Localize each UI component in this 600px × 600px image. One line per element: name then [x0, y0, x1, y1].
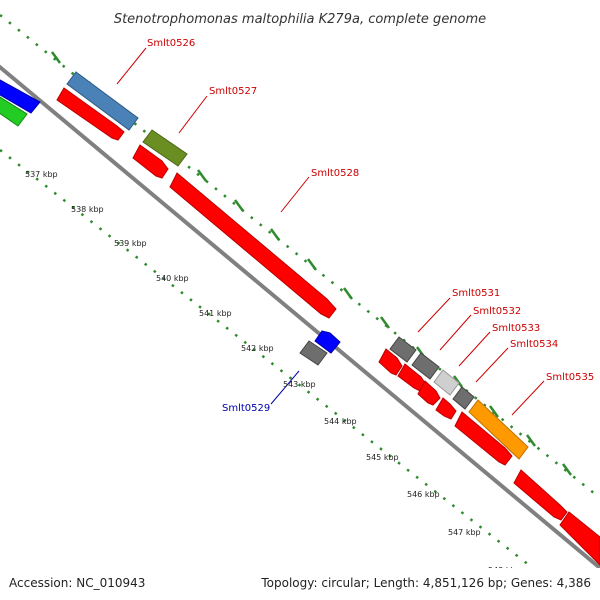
- inner-tick-track: [0, 149, 549, 581]
- leader-smlt0535: [511, 380, 545, 416]
- cds-arrow-8[interactable]: [454, 411, 513, 466]
- gene-labels: Smlt0526 Smlt0527 Smlt0528 Smlt0529 Smlt…: [147, 38, 594, 414]
- cds-arrow-4[interactable]: [378, 348, 403, 376]
- gene-smlt0534-box[interactable]: [452, 386, 475, 410]
- green-feature-topleft[interactable]: [0, 96, 28, 127]
- gene-smlt0529-box[interactable]: [299, 340, 328, 366]
- footer-background: [0, 568, 600, 600]
- leader-smlt0526: [116, 47, 147, 85]
- gene-smlt0529-arrow[interactable]: [314, 330, 341, 354]
- kbp-label: 540 kbp: [156, 274, 189, 283]
- leader-smlt0529: [270, 370, 300, 405]
- label-smlt0528[interactable]: Smlt0528: [311, 168, 359, 179]
- kbp-label: 544 kbp: [324, 417, 357, 426]
- leader-smlt0533: [458, 331, 491, 367]
- label-smlt0534[interactable]: Smlt0534: [510, 339, 558, 350]
- cds-arrow-6[interactable]: [417, 380, 441, 406]
- map-title: Stenotrophomonas maltophilia K279a, comp…: [114, 12, 486, 27]
- cds-arrow-2[interactable]: [132, 144, 169, 179]
- leader-smlt0532: [439, 314, 472, 351]
- leader-smlt0528: [280, 176, 310, 213]
- leader-smlt0531: [417, 297, 451, 333]
- genome-summary-text: Topology: circular; Length: 4,851,126 bp…: [260, 576, 591, 590]
- cds-arrow-9[interactable]: [513, 469, 568, 521]
- accession-text: Accession: NC_010943: [9, 576, 145, 590]
- cds-arrow-7[interactable]: [435, 397, 457, 420]
- forward-cds-arrows: [56, 87, 600, 566]
- kbp-label: 539 kbp: [114, 239, 147, 248]
- gene-smlt0526-box[interactable]: [66, 71, 139, 131]
- gene-smlt0527-box[interactable]: [142, 129, 188, 167]
- kbp-label: 546 kbp: [407, 490, 440, 499]
- cds-arrow-1[interactable]: [56, 87, 125, 141]
- gene-smlt0533-box[interactable]: [433, 369, 460, 396]
- kbp-label: 543 kbp: [283, 380, 316, 389]
- gene-smlt0531-box[interactable]: [389, 336, 417, 363]
- genome-backbone: [0, 64, 600, 570]
- label-smlt0529[interactable]: Smlt0529: [222, 403, 270, 414]
- kbp-label: 541 kbp: [199, 309, 232, 318]
- leader-smlt0534: [475, 347, 509, 383]
- kbp-label: 538 kbp: [71, 205, 104, 214]
- reverse-features: [299, 330, 341, 366]
- label-smlt0532[interactable]: Smlt0532: [473, 306, 521, 317]
- cds-arrow-3[interactable]: [169, 172, 337, 319]
- forward-features-outer: [0, 71, 529, 460]
- gene-smlt0535-box[interactable]: [468, 399, 529, 460]
- label-smlt0527[interactable]: Smlt0527: [209, 86, 257, 97]
- blue-feature-topleft[interactable]: [0, 79, 41, 114]
- label-smlt0526[interactable]: Smlt0526: [147, 38, 195, 49]
- gene-smlt0532-box[interactable]: [411, 352, 440, 380]
- label-smlt0535[interactable]: Smlt0535: [546, 372, 594, 383]
- kbp-label: 542 kbp: [241, 344, 274, 353]
- label-leaders: [116, 47, 545, 416]
- leader-smlt0527: [178, 95, 208, 134]
- kbp-label: 537 kbp: [25, 170, 58, 179]
- label-smlt0533[interactable]: Smlt0533: [492, 323, 540, 334]
- kbp-label: 545 kbp: [366, 453, 399, 462]
- cds-arrow-10[interactable]: [559, 511, 600, 566]
- label-smlt0531[interactable]: Smlt0531: [452, 288, 500, 299]
- kbp-label: 547 kbp: [448, 528, 481, 537]
